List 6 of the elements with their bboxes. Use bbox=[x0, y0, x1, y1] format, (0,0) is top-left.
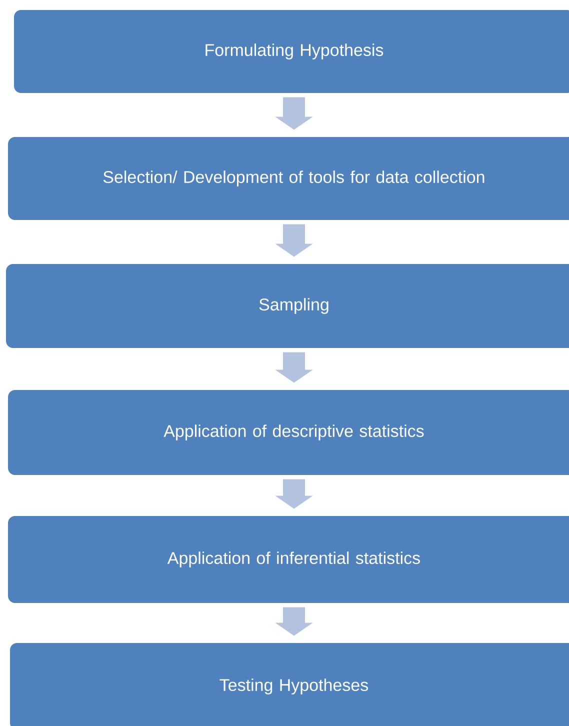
process-box: Sampling bbox=[6, 264, 569, 348]
process-box: Application of descriptive statistics bbox=[8, 390, 569, 475]
process-box: Testing Hypotheses bbox=[10, 643, 569, 726]
process-box: Application of inferential statistics bbox=[8, 516, 569, 603]
process-box: Selection/ Development of tools for data collection bbox=[8, 137, 569, 220]
process-box: Formulating Hypothesis bbox=[14, 10, 569, 93]
